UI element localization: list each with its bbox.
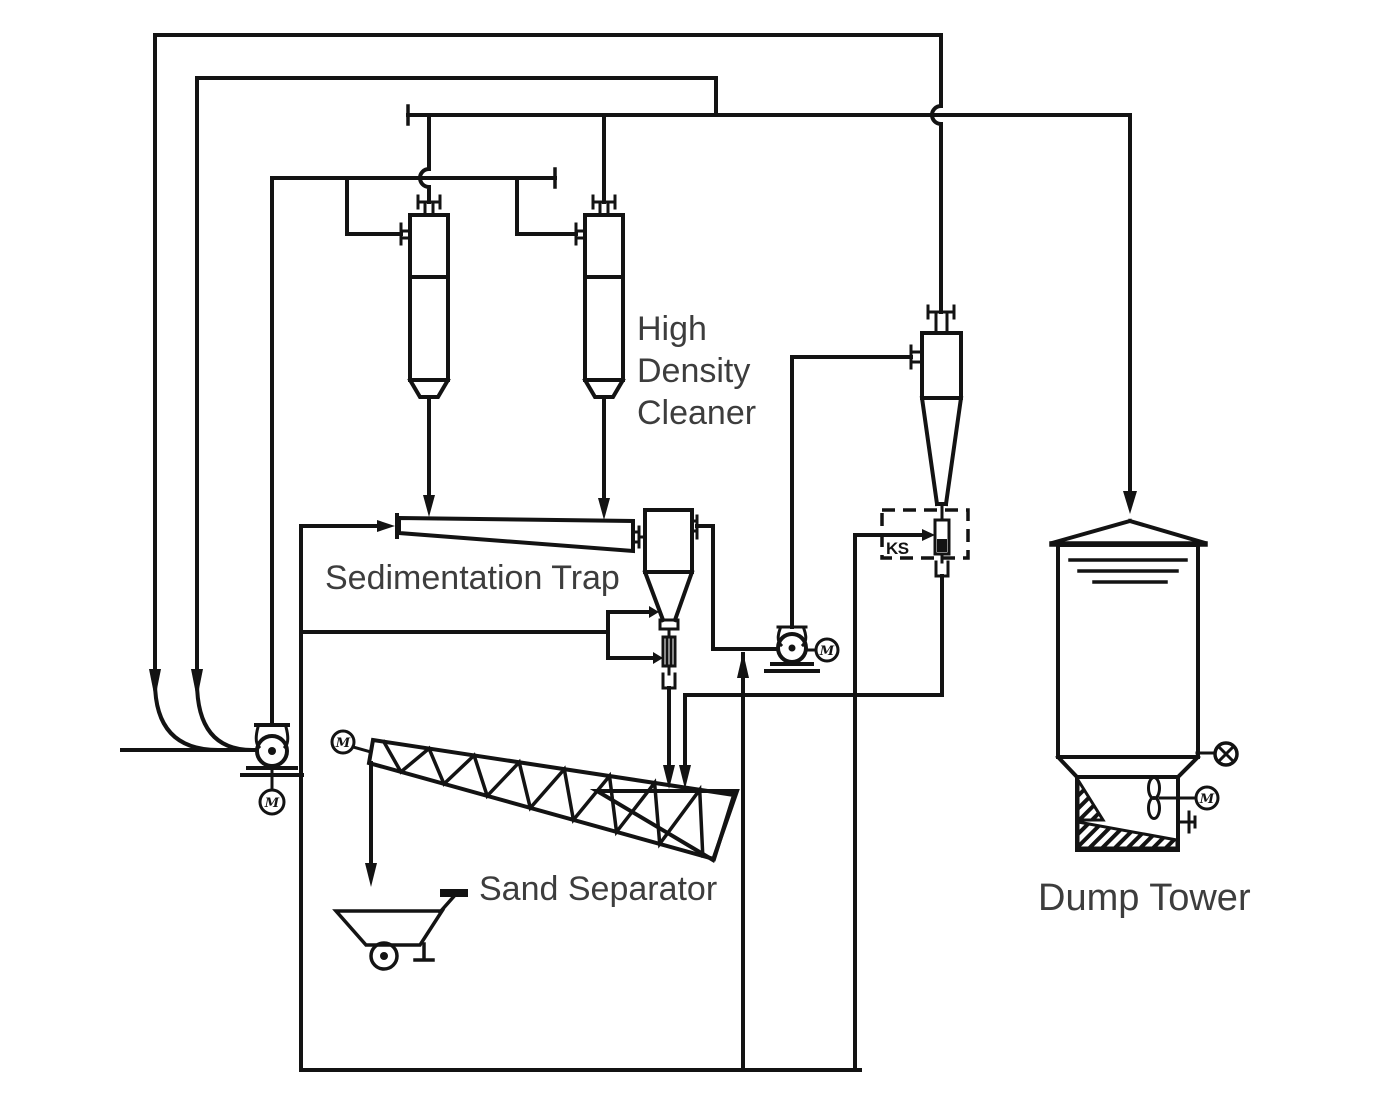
flow-arrow-icon bbox=[191, 669, 203, 699]
svg-text:M: M bbox=[264, 796, 280, 811]
label-high-density-cleaner: Cleaner bbox=[637, 394, 756, 432]
screw-conveyor bbox=[366, 737, 737, 862]
truss-bracing bbox=[381, 739, 705, 858]
union-fitting-icon bbox=[934, 560, 950, 578]
reject-pump: M bbox=[764, 355, 913, 673]
high-density-cleaner-1 bbox=[399, 194, 451, 399]
flow-arrow-icon bbox=[423, 495, 435, 517]
flow-arrow-icon bbox=[649, 606, 659, 618]
sand-separator: M bbox=[330, 729, 740, 971]
ks-control-box: KS bbox=[880, 508, 970, 560]
union-fitting-icon bbox=[661, 672, 677, 690]
vent-valve-icon bbox=[1195, 741, 1239, 767]
flow-arrow-icon bbox=[149, 669, 161, 699]
motor-icon: M bbox=[804, 637, 840, 663]
high-density-cleaner-2 bbox=[574, 194, 626, 399]
label-dump-tower: Dump Tower bbox=[1038, 877, 1251, 919]
dump-tower: M bbox=[1049, 518, 1239, 852]
flow-arrow-icon bbox=[598, 498, 610, 520]
flow-arrow-icon bbox=[365, 863, 377, 887]
agitator-icon bbox=[1147, 776, 1198, 820]
flow-arrow-icon bbox=[653, 652, 663, 664]
flow-arrow-icon bbox=[737, 652, 749, 678]
return-lines bbox=[679, 529, 944, 1072]
liquid-level-icon bbox=[1068, 558, 1188, 584]
inlet-nozzle-icon bbox=[574, 222, 587, 246]
flow-arrow-icon bbox=[377, 520, 395, 532]
label-high-density-cleaner: Density bbox=[637, 352, 750, 390]
flow-arrow-icon bbox=[1123, 491, 1137, 514]
feed-piping bbox=[120, 33, 1137, 753]
inlet-nozzle-icon bbox=[909, 344, 924, 370]
flow-arrow-icon bbox=[663, 765, 675, 789]
flow-arrow-icon bbox=[679, 765, 691, 789]
drain-valve-icon bbox=[1176, 810, 1197, 834]
junk-trap bbox=[642, 508, 780, 789]
flush-manifold bbox=[606, 606, 663, 664]
label-high-density-cleaner: High bbox=[637, 310, 707, 348]
reject-cyclone bbox=[909, 304, 964, 578]
inlet-nozzle-icon bbox=[399, 222, 412, 246]
ks-label: KS bbox=[886, 539, 909, 558]
motor-icon: M bbox=[1194, 785, 1220, 811]
label-sedimentation-trap: Sedimentation Trap bbox=[325, 559, 620, 597]
feed-pump: M bbox=[240, 723, 304, 816]
label-sand-separator: Sand Separator bbox=[479, 870, 717, 908]
svg-text:M: M bbox=[819, 644, 835, 659]
motor-icon: M bbox=[258, 788, 286, 816]
underflow-valve-icon bbox=[661, 635, 677, 668]
labels: High Density Cleaner Sedimentation Trap … bbox=[325, 310, 1251, 919]
motor-icon: M bbox=[330, 729, 373, 755]
svg-text:M: M bbox=[335, 736, 351, 751]
outlet-nozzle-icon bbox=[631, 525, 647, 549]
sedimentation-trap bbox=[299, 513, 647, 554]
room-outline bbox=[299, 524, 862, 1072]
wheelbarrow-icon bbox=[332, 889, 468, 971]
flow-arrow-icon bbox=[922, 529, 935, 541]
svg-text:M: M bbox=[1199, 792, 1215, 807]
